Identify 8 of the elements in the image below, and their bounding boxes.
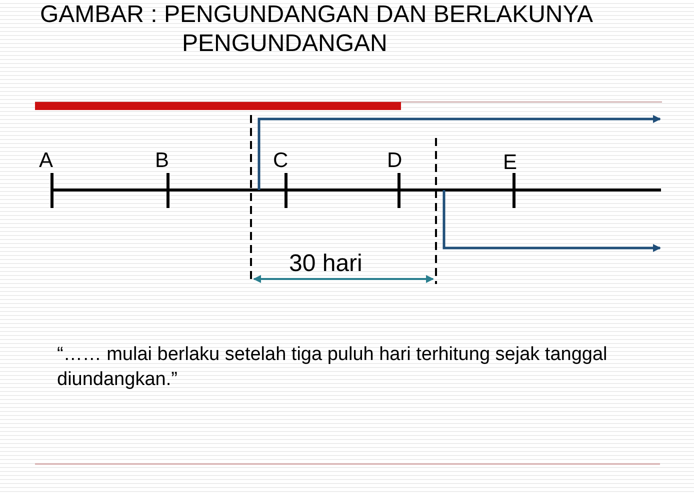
point-label: A — [39, 148, 54, 174]
point-label: B — [155, 148, 170, 174]
point-label: E — [503, 150, 518, 176]
dimension-label: 30 hari — [289, 249, 362, 279]
slide-title: GAMBAR : PENGUNDANGAN DAN BERLAKUNYA PENGUNDANGAN — [40, 0, 594, 58]
point-label: D — [387, 148, 402, 174]
point-label: C — [273, 148, 288, 174]
quote-text: “…… mulai berlaku setelah tiga puluh hari terhitung sejak tanggal diundangkan.” — [57, 343, 608, 392]
